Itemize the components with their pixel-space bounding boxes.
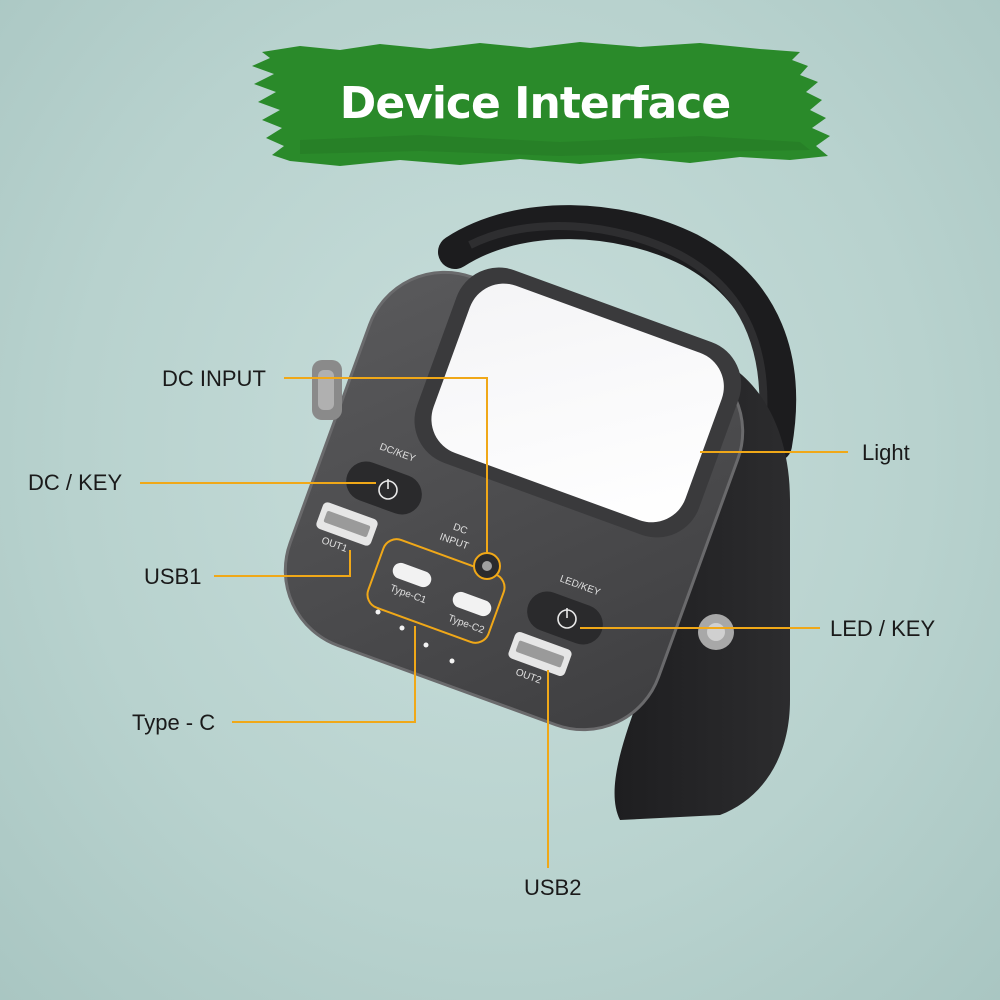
leader-line-usb1 [214, 550, 351, 577]
type-c2-port [452, 591, 492, 617]
type-c-group-outline [366, 538, 506, 644]
callout-dc-key: DC / KEY [28, 470, 123, 495]
page-title: Device Interface [339, 78, 731, 129]
banner-brush-streak [300, 135, 810, 156]
leader-lines [140, 377, 848, 868]
dc-input-label-line1: DC [451, 522, 468, 537]
battery-led-4 [449, 658, 455, 664]
leader-line-dc-input [284, 377, 488, 553]
battery-led-2 [399, 625, 405, 631]
dc-key-button-body [346, 461, 422, 515]
callout-led-key: LED / KEY [830, 616, 936, 641]
usb2-port-inner [515, 640, 565, 668]
callout-type-c: Type - C [132, 710, 216, 735]
usb1-port-inner [323, 511, 371, 537]
callout-usb1: USB1 [144, 564, 202, 589]
side-knob-right-inner [707, 623, 725, 641]
banner-brush-stroke [252, 42, 830, 166]
battery-led-1 [375, 609, 381, 615]
callout-usb2: USB2 [524, 875, 582, 900]
battery-led-3 [423, 642, 429, 648]
led-key-button-body [527, 591, 603, 645]
callout-light: Light [862, 440, 910, 465]
dc-input-jack-pin [482, 561, 492, 571]
device-side-panel [614, 360, 790, 820]
side-knob-left-inner [318, 370, 334, 410]
leader-line-type-c [232, 626, 416, 723]
carry-handle-highlight [468, 221, 768, 431]
light-panel [431, 283, 724, 523]
type-c1-port [392, 562, 432, 588]
callout-dc-input: DC INPUT [162, 366, 266, 391]
